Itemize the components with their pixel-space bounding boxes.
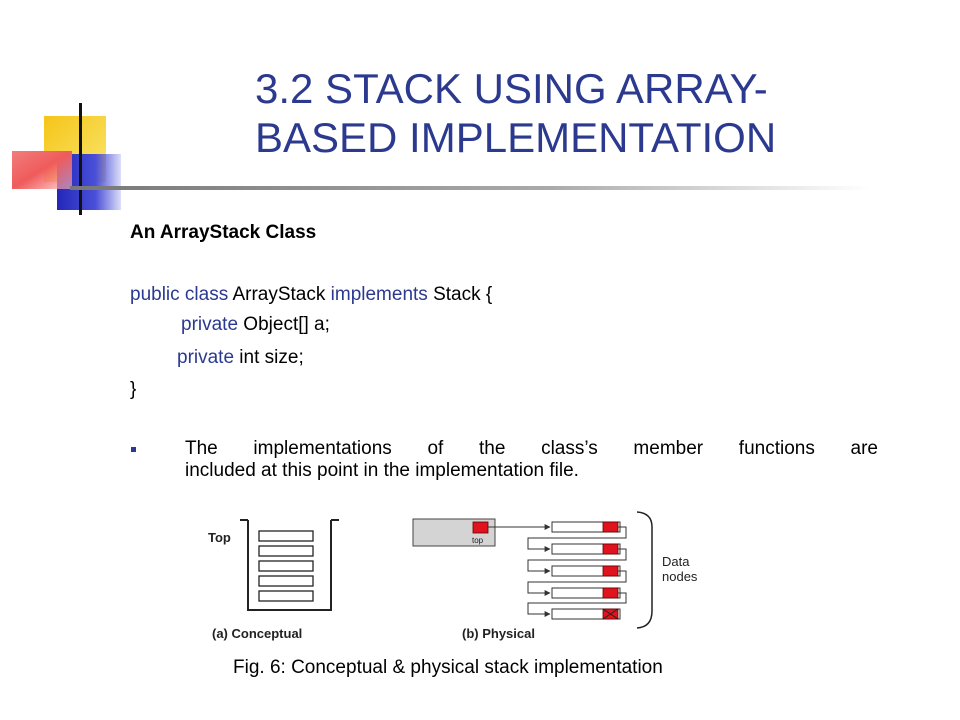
subheading: An ArrayStack Class bbox=[130, 222, 317, 243]
top-pointer-cell bbox=[472, 521, 489, 534]
bullet-text: The implementations of the class’s membe… bbox=[185, 438, 878, 482]
data-nodes-label-line-2: nodes bbox=[662, 569, 698, 584]
slide-title: 3.2 STACK USING ARRAY- BASED IMPLEMENTAT… bbox=[255, 64, 895, 162]
data-node bbox=[551, 565, 621, 577]
stack-figure: Top (a) Conceptual top bbox=[208, 511, 698, 641]
code-text: ArrayStack bbox=[228, 284, 331, 305]
slide-title-line-2: BASED IMPLEMENTATION bbox=[255, 114, 777, 161]
code-line-3: private int size; bbox=[177, 347, 304, 369]
data-node-null bbox=[551, 608, 621, 620]
physical-caption: (b) Physical bbox=[462, 626, 535, 641]
stack-container bbox=[247, 520, 332, 611]
node-link-arrow bbox=[527, 548, 627, 574]
bullet-line-1: The implementations of the class’s membe… bbox=[185, 438, 878, 459]
data-nodes-bracket bbox=[636, 511, 653, 629]
node-link-arrow bbox=[527, 526, 627, 552]
bullet-square-icon bbox=[131, 447, 136, 452]
code-line-4: } bbox=[130, 379, 137, 400]
code-line-2: private Object[] a; bbox=[181, 314, 330, 336]
figure-caption: Fig. 6: Conceptual & physical stack impl… bbox=[233, 657, 663, 678]
top-label: Top bbox=[208, 530, 231, 545]
stack-slot bbox=[258, 530, 314, 542]
node-link-arrow bbox=[527, 570, 627, 596]
code-text: Object[] a; bbox=[238, 314, 330, 335]
stack-slot bbox=[258, 575, 314, 587]
physical-diagram: top Data n bbox=[412, 511, 698, 641]
code-keyword: private bbox=[181, 314, 239, 335]
stack-slot bbox=[258, 545, 314, 557]
title-underline bbox=[70, 186, 870, 190]
code-keyword: private bbox=[177, 347, 235, 368]
stack-slot bbox=[258, 590, 314, 602]
data-node bbox=[551, 587, 621, 599]
decor-vertical-line bbox=[79, 103, 82, 215]
code-text: int size; bbox=[234, 347, 304, 368]
conceptual-caption: (a) Conceptual bbox=[212, 626, 302, 641]
data-node bbox=[551, 543, 621, 555]
code-text: Stack { bbox=[427, 284, 493, 305]
code-line-1: public class ArrayStack implements Stack… bbox=[130, 284, 492, 306]
stack-slot bbox=[258, 560, 314, 572]
node-link-arrow bbox=[527, 592, 627, 617]
code-keyword: implements bbox=[330, 284, 428, 305]
decor-red-square bbox=[12, 151, 72, 189]
slide-title-line-1: 3.2 STACK USING ARRAY- bbox=[255, 65, 768, 112]
bullet-line-2: included at this point in the implementa… bbox=[185, 460, 579, 481]
code-keyword: public class bbox=[130, 284, 229, 305]
data-nodes-label-line-1: Data bbox=[662, 554, 690, 569]
conceptual-diagram: Top (a) Conceptual bbox=[208, 519, 339, 641]
data-node bbox=[551, 521, 621, 533]
top-pointer-label: top bbox=[472, 536, 484, 545]
